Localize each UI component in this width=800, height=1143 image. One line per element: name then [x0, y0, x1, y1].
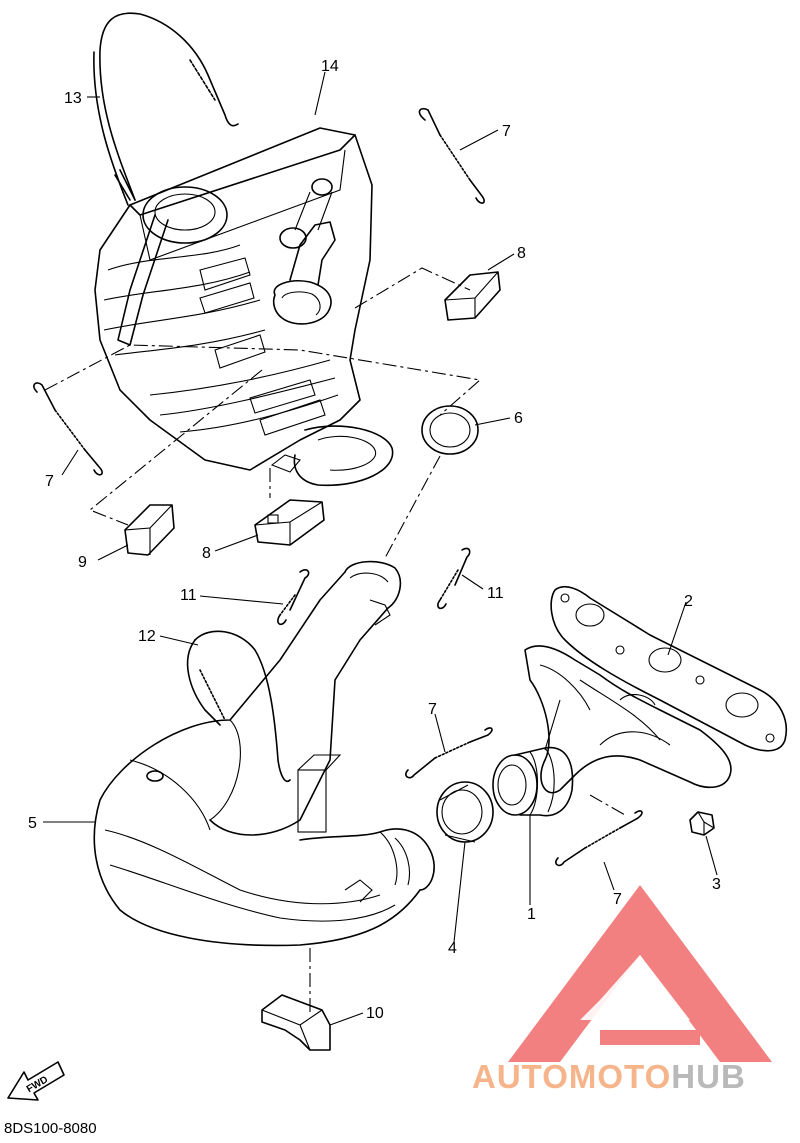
bracket-10: [261, 994, 331, 1051]
damper-8-lower: [254, 499, 325, 546]
callout-7-middle: 7: [428, 701, 437, 718]
callout-3: 3: [712, 876, 721, 893]
callout-5: 5: [28, 815, 37, 832]
damper-8-upper: [444, 271, 501, 321]
callout-labels: 14 13 7 8 6 7 9 8 11 11 12 2 7 5 3 7 1 4…: [28, 58, 721, 1022]
brand-wordmark: AUTOMOTOHUB: [472, 1058, 746, 1096]
automotohub-logo-icon: [508, 885, 772, 1062]
callout-7-left: 7: [45, 473, 54, 490]
gasket-2: [550, 585, 787, 752]
callout-4: 4: [448, 940, 457, 957]
spring-11-right: [437, 547, 471, 610]
callout-13: 13: [64, 90, 82, 107]
gasket-6: [421, 405, 479, 455]
callout-9: 9: [78, 554, 87, 571]
callout-1: 1: [527, 906, 536, 923]
callout-7-lower: 7: [613, 891, 622, 908]
fwd-label: FWD: [25, 1074, 50, 1095]
fwd-arrow-icon: FWD: [7, 1061, 65, 1101]
exhaust-manifold: [524, 645, 732, 794]
callout-6: 6: [514, 410, 523, 427]
callout-2: 2: [684, 593, 693, 610]
assembly-guide-lines: [44, 267, 626, 1012]
callout-7-upper: 7: [502, 123, 511, 140]
callout-14: 14: [321, 58, 339, 75]
silencer-strap-13: [93, 12, 239, 346]
exhaust-chamber-5: [93, 560, 435, 947]
brand-part-hub: HUB: [671, 1058, 746, 1095]
callout-8-upper: 8: [517, 245, 526, 262]
brand-part-automoto: AUTOMOTO: [472, 1058, 672, 1095]
exhaust-pipe-1: [492, 746, 574, 817]
leader-lines: [43, 71, 718, 1026]
spring-11-left: [277, 569, 310, 626]
callout-11-left: 11: [180, 587, 197, 604]
diagram-code: 8DS100-8080: [4, 1120, 97, 1137]
callout-8-lower: 8: [202, 545, 211, 562]
strap-12: [186, 630, 291, 782]
bolt-3: [689, 811, 715, 836]
callout-11-right: 11: [487, 585, 504, 602]
callout-12: 12: [138, 628, 156, 645]
spring-7-upper-right: [418, 107, 485, 204]
spring-7-lower-right: [555, 810, 643, 867]
spring-7-middle: [405, 727, 493, 779]
joint-4: [436, 781, 494, 843]
silencer-assembly: [94, 127, 394, 487]
damper-9: [124, 504, 175, 556]
spring-7-left: [33, 382, 103, 476]
callout-10: 10: [366, 1005, 384, 1022]
